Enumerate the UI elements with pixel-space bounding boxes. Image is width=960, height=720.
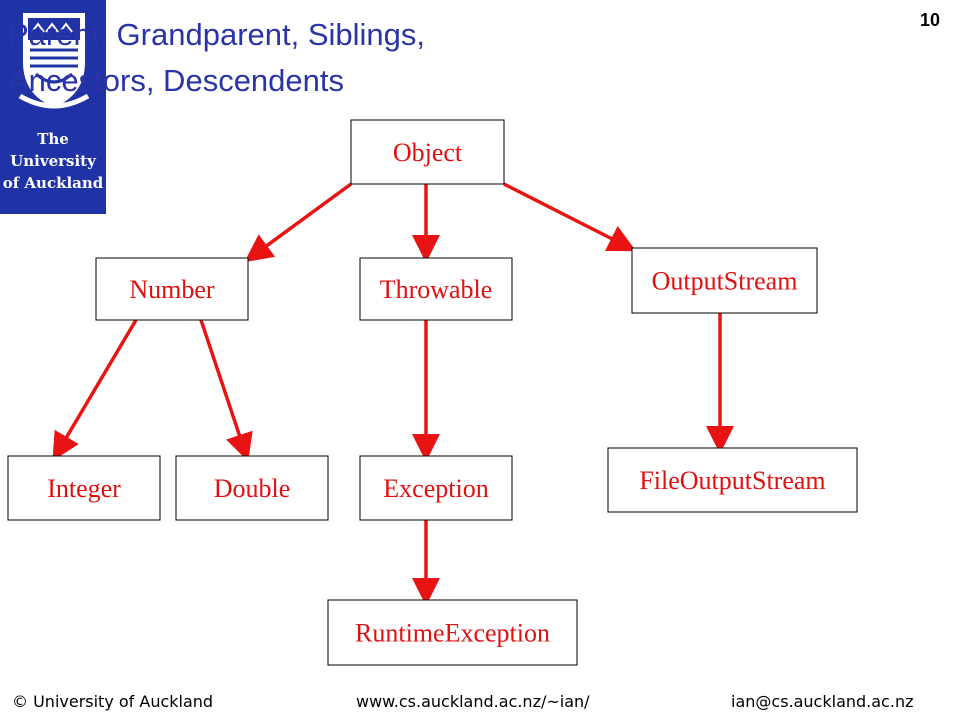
node-label: Object <box>393 138 463 167</box>
logo-text: The University of Auckland <box>0 128 106 194</box>
node-label: Number <box>129 275 215 304</box>
slide-number: 10 <box>919 10 940 30</box>
node-label: FileOutputStream <box>639 466 825 495</box>
node-box <box>607 447 858 513</box>
node-fileoutputstream: FileOutputStream <box>607 447 858 513</box>
node-label: Throwable <box>380 275 493 304</box>
logo-line: The <box>37 130 69 148</box>
footer-email: ian@cs.auckland.ac.nz <box>731 692 914 711</box>
node-box <box>350 119 505 185</box>
edges <box>52 182 734 606</box>
node-outputstream: OutputStream <box>631 247 818 314</box>
node-label: RuntimeException <box>355 619 550 648</box>
logo-line: of Auckland <box>2 174 104 192</box>
logo-line: University <box>10 152 96 170</box>
footer-copyright: © University of Auckland <box>12 692 214 711</box>
slide-title: Parent, Grandparent, Siblings, Ancestors… <box>8 17 426 98</box>
node-label: Double <box>214 474 291 503</box>
node-label: Integer <box>47 474 121 503</box>
node-box <box>359 455 513 521</box>
node-label: OutputStream <box>652 267 798 296</box>
node-label: Exception <box>383 474 488 503</box>
edge-object-to-number <box>244 182 353 263</box>
node-box <box>95 257 249 321</box>
node-box <box>7 455 161 521</box>
node-throwable: Throwable <box>359 257 513 321</box>
node-number: Number <box>95 257 249 321</box>
crest-icon <box>18 13 90 109</box>
edge-number-to-double <box>199 319 253 462</box>
node-object: Object <box>350 119 505 185</box>
footer-website: www.cs.auckland.ac.nz/~ian/ <box>356 692 590 711</box>
node-box <box>631 247 818 314</box>
node-integer: Integer <box>7 455 161 521</box>
node-exception: Exception <box>359 455 513 521</box>
node-box <box>359 257 513 321</box>
edge-object-to-outputstream <box>503 182 637 252</box>
node-box <box>327 599 578 666</box>
node-box <box>175 455 329 521</box>
university-logo: The University of Auckland <box>0 0 106 214</box>
node-runtimeexception: RuntimeException <box>327 599 578 666</box>
node-double: Double <box>175 455 329 521</box>
edge-number-to-integer <box>52 319 138 462</box>
footer: © University of Auckland www.cs.auckland… <box>0 692 960 716</box>
